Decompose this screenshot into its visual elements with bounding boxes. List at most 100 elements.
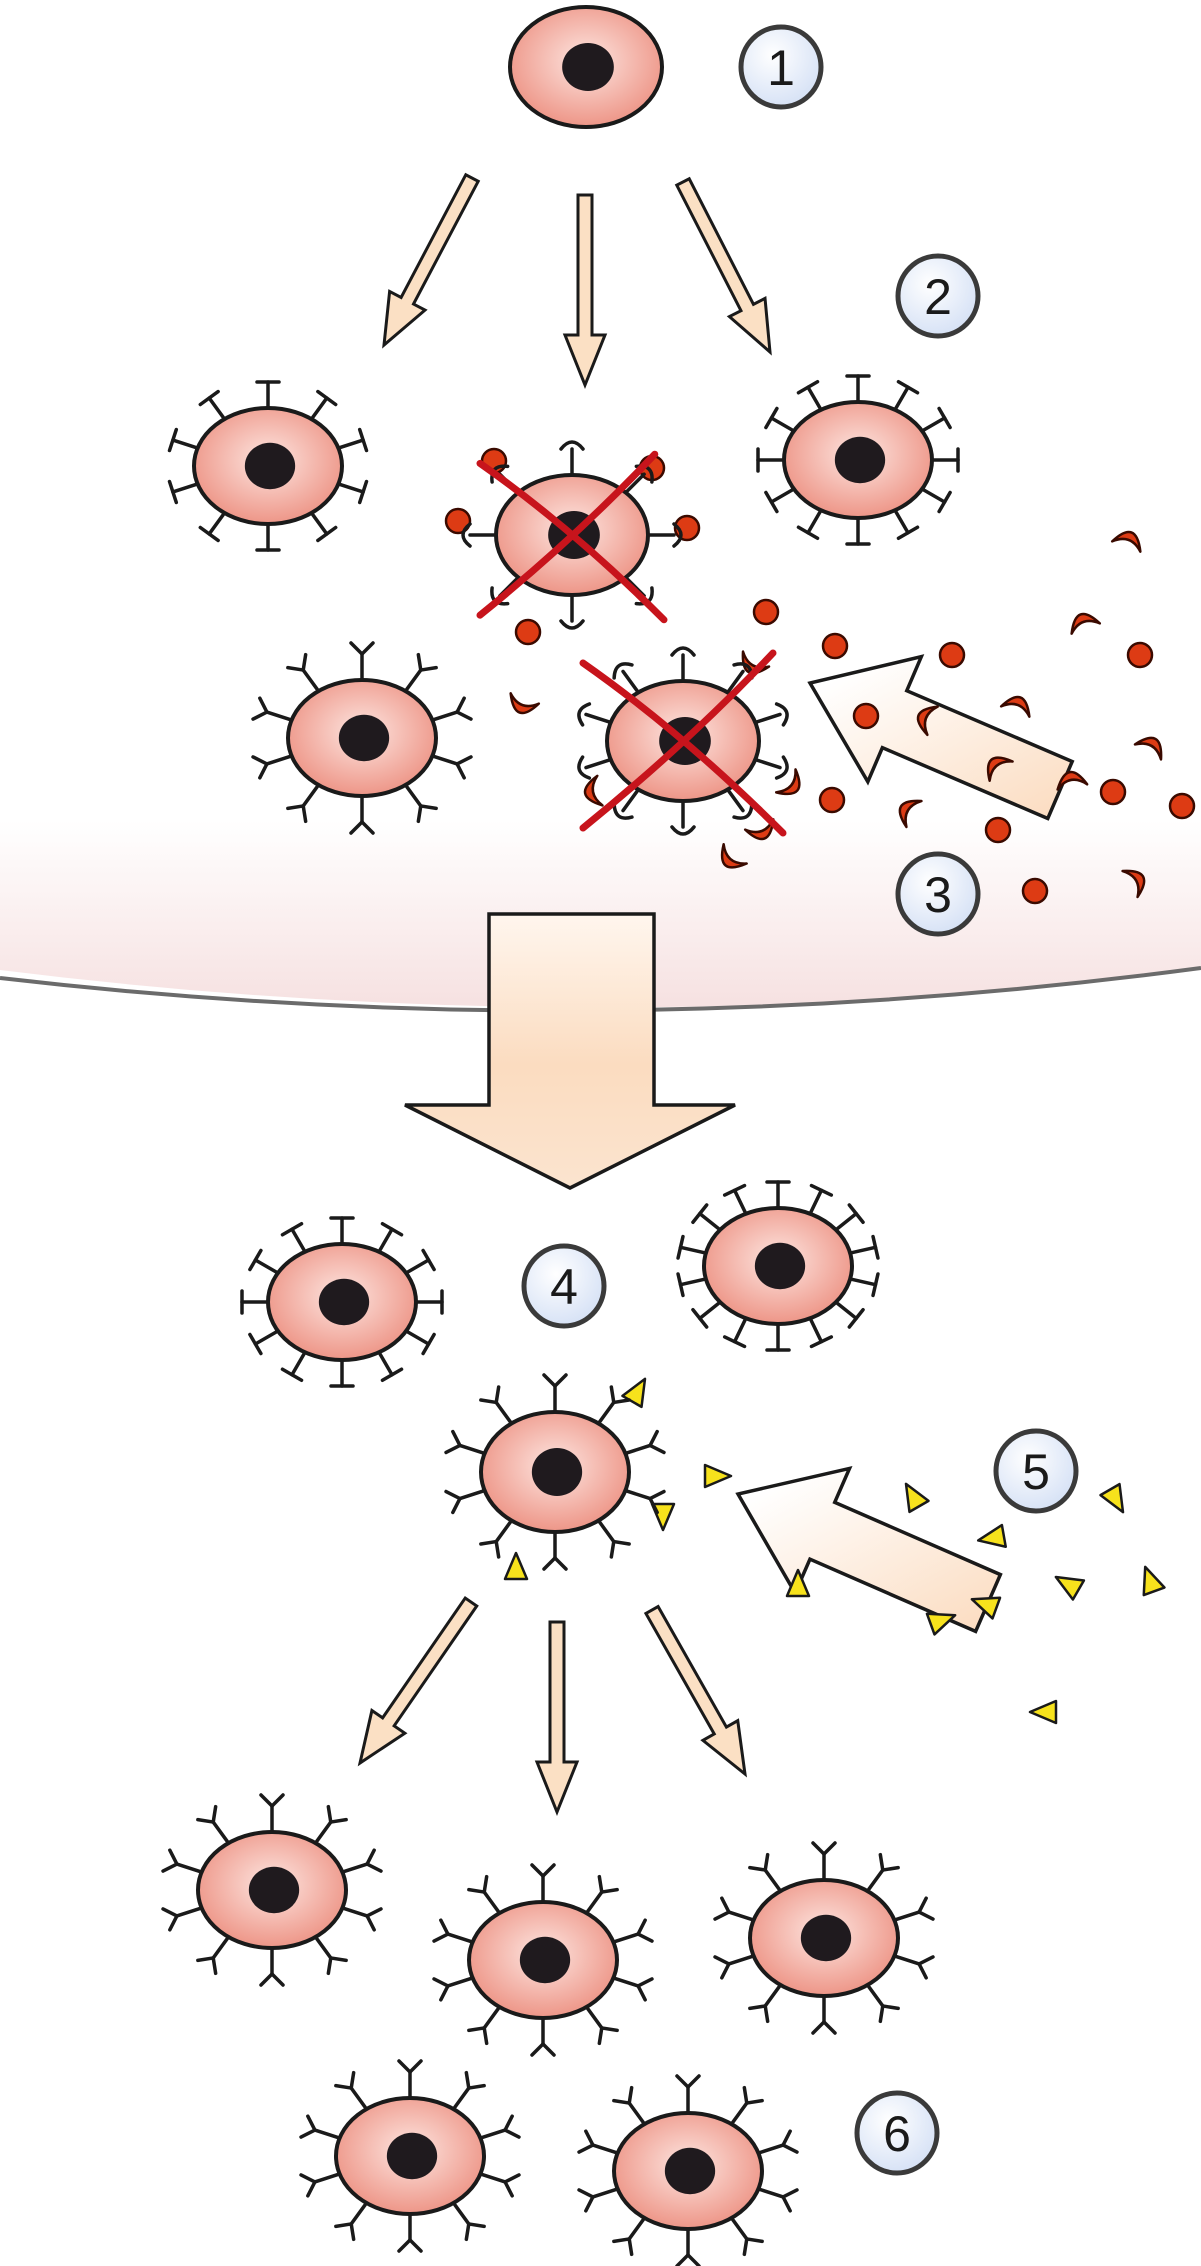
Y-receptor: [584, 2005, 619, 2046]
U-receptor: [753, 702, 789, 727]
step-badge-1: 1: [738, 24, 824, 110]
T-receptor: [329, 1216, 355, 1246]
T-receptor: [404, 1248, 436, 1275]
Y-receptor: [729, 2085, 764, 2126]
U-receptor: [461, 522, 498, 548]
nucleus: [338, 714, 390, 762]
nucleus: [754, 1242, 806, 1290]
Y-receptor: [811, 1841, 837, 1882]
antigen-exposure-arrow: [807, 654, 1075, 821]
nucleus: [519, 1936, 571, 1984]
Y-receptor: [577, 2129, 620, 2155]
antigen-dot: [821, 632, 849, 660]
deletion-cross-1: [476, 450, 668, 624]
T-receptor: [414, 1289, 444, 1315]
cell-t-receptor-3: [240, 1216, 444, 1388]
antigen-triangle: [976, 1523, 1007, 1548]
Y-receptor: [467, 1874, 502, 1915]
maturation-down-arrow: [404, 912, 736, 1190]
free-antigen-crescent: [509, 692, 541, 715]
antigen-crescent: [1133, 736, 1163, 761]
deletion-cross-2: [579, 649, 787, 837]
Y-receptor: [430, 754, 473, 780]
cell-t-receptor-2: [756, 374, 960, 546]
Y-receptor: [349, 794, 375, 835]
T-receptor: [722, 1316, 748, 1349]
Y-receptor: [729, 2216, 764, 2257]
step-badge-5: 5: [993, 1428, 1079, 1514]
U-receptor: [559, 440, 585, 477]
antigen-dot: [1021, 877, 1049, 905]
antigen-triangle: [503, 1551, 529, 1581]
T-receptor: [377, 1222, 404, 1254]
Y-receptor: [340, 1906, 383, 1932]
Y-receptor: [403, 652, 438, 693]
U-receptor: [753, 755, 789, 780]
bound-antigen-dot: [444, 507, 472, 535]
Y-receptor: [596, 1385, 631, 1426]
step-label-3: 3: [924, 867, 952, 923]
step-badge-3: 3: [895, 851, 981, 937]
T-receptor: [240, 1289, 270, 1315]
Y-receptor: [811, 1994, 837, 2035]
nucleus: [834, 436, 886, 484]
U-receptor: [670, 799, 696, 836]
T-receptor: [764, 487, 796, 514]
T-receptor: [834, 1300, 865, 1329]
U-receptor: [559, 593, 585, 630]
Y-receptor: [259, 1793, 285, 1834]
antigen-dot: [984, 816, 1012, 844]
T-receptor: [309, 389, 338, 421]
nucleus: [386, 2132, 438, 2180]
step-label-4: 4: [550, 1259, 578, 1315]
Y-receptor: [542, 1530, 568, 1571]
T-receptor: [848, 1234, 880, 1260]
U-receptor: [612, 662, 641, 695]
Y-receptor: [286, 783, 321, 824]
T-receptor: [930, 447, 960, 473]
T-receptor: [796, 508, 823, 540]
step-badge-2: 2: [895, 253, 981, 339]
nucleus: [248, 1866, 300, 1914]
Y-receptor: [444, 1488, 487, 1515]
T-receptor: [309, 511, 338, 543]
Y-receptor: [892, 1896, 935, 1922]
Y-receptor: [313, 1935, 348, 1976]
bound-antigen-crescent: [774, 768, 801, 796]
antigen-triangle: [1142, 1565, 1166, 1597]
Y-receptor: [432, 1918, 475, 1944]
T-receptor: [808, 1316, 834, 1349]
Y-receptor: [530, 2016, 556, 2057]
T-receptor: [756, 447, 786, 473]
cell-t-receptor-4: [676, 1180, 880, 1352]
Y-receptor: [349, 641, 375, 682]
Y-receptor: [530, 1863, 556, 1904]
antigen-dot: [1126, 641, 1154, 669]
Y-receptor: [161, 1906, 204, 1932]
Y-receptor: [612, 2216, 647, 2257]
T-receptor: [765, 1180, 791, 1210]
T-receptor: [893, 508, 920, 540]
Y-receptor: [196, 1935, 231, 1976]
antigen-triangle: [621, 1377, 647, 1409]
antigen-dot: [752, 598, 780, 626]
clone-cell-5: [577, 2074, 799, 2266]
antigen-activation-arrow: [735, 1465, 1003, 1634]
Y-receptor: [432, 1976, 475, 2002]
Y-receptor: [748, 1983, 783, 2024]
T-receptor: [796, 380, 823, 412]
Y-receptor: [334, 2070, 369, 2111]
cell-y-receptor-1: [251, 641, 473, 835]
antigen-dot: [1168, 792, 1196, 820]
Y-receptor: [259, 1946, 285, 1987]
T-receptor: [676, 1272, 708, 1298]
Y-receptor: [584, 1874, 619, 1915]
step-label-5: 5: [1022, 1444, 1050, 1500]
T-receptor: [691, 1300, 722, 1329]
fan-arrow-right-2: [643, 1604, 747, 1778]
fan-arrow-left-1: [382, 172, 481, 349]
T-receptor: [167, 427, 200, 453]
U-receptor: [577, 702, 613, 727]
crosses-layer: [476, 450, 787, 837]
